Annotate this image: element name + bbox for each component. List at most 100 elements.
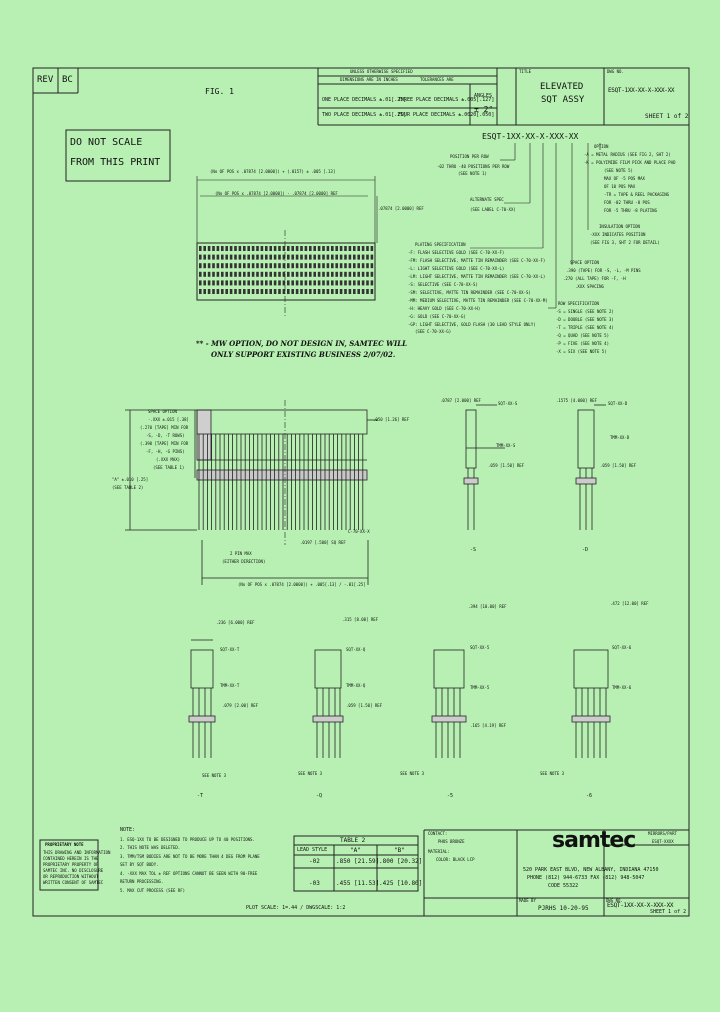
option-line: (SEE NOTE 5) <box>604 168 633 173</box>
pin-mark <box>273 271 277 277</box>
dim-two-pin: 2 PIN MAX <box>230 551 252 556</box>
ref-b: .1575 [4.000] REF <box>556 398 597 403</box>
dim-two-pin2: (EITHER DIRECTION) <box>222 559 266 564</box>
callout-space-title: SPACE OPTION <box>570 260 599 265</box>
note-item: 1. ESQ-1XX TO BE DESIGNED TO PRODUCE UP … <box>120 837 255 842</box>
tma-c: TMM-XX-T <box>220 683 240 688</box>
pin-mark <box>243 280 246 286</box>
label-b: -D <box>582 547 589 553</box>
pin-mark <box>313 246 316 251</box>
note-item: 2. THIS NOTE WAS DELETED. <box>120 845 181 850</box>
address1: 520 PARK EAST BLVD, NEW ALBANY, INDIANA … <box>523 867 659 873</box>
plating-spec-line: -MM: MEDIUM SELECTIVE, MATTE TIN REMAIND… <box>408 298 548 303</box>
table2-header: LEAD STYLE <box>297 847 328 853</box>
plating-spec-line: -LM: LIGHT SELECTIVE, MATTE TIN REMAINDE… <box>408 274 546 279</box>
end-view-s <box>463 404 505 530</box>
pin-mark <box>309 263 312 269</box>
pin-mark <box>229 289 233 294</box>
pin-mark <box>251 280 255 286</box>
tol-three-place: THREE PLACE DECIMALS ±.005[.127] <box>398 97 495 103</box>
pin-mark <box>265 254 268 260</box>
pin-mark <box>199 289 202 294</box>
pin-mark <box>225 246 228 251</box>
pin-mark <box>212 246 215 251</box>
pin-mark <box>344 263 347 269</box>
tma-b: TMM-XX-D <box>610 435 630 440</box>
plating-spec-line: -SM: SELECTIVE, MATTE TIN REMAINDER (SEE… <box>408 290 531 295</box>
pin-mark <box>221 254 224 260</box>
pin-mark <box>238 280 242 286</box>
pin-mark <box>353 289 356 294</box>
warning-line2: ONLY SUPPORT EXISTING BUSINESS 2/07/02. <box>211 350 396 359</box>
pin-mark <box>300 254 303 260</box>
pin-mark <box>216 246 220 251</box>
tma-f: TMM-XX-6 <box>612 685 632 690</box>
pin-mark <box>225 280 228 286</box>
note-item: 5. MAX CUT PROCESS (SEE RF) <box>120 888 186 893</box>
pin-mark <box>295 271 299 277</box>
pin-mark <box>353 280 356 286</box>
proprietary-line: SAMTEC INC. NO DISCLOSURE <box>43 868 104 873</box>
pin-mark <box>295 289 299 294</box>
pin-mark <box>331 289 334 294</box>
pin-mark <box>269 263 272 269</box>
pin-mark <box>199 254 202 260</box>
pin-mark <box>282 263 286 269</box>
pin-mark <box>326 263 330 269</box>
pin-mark <box>295 246 299 251</box>
callout-positions-2: (SEE NOTE 1) <box>458 171 487 176</box>
space-line: .390 (TAPE) FOR -S, -L, -M PINS <box>566 268 641 273</box>
ref-f: .472 [12.00] REF <box>610 601 649 606</box>
pin-mark <box>300 289 303 294</box>
pin-mark <box>366 271 369 277</box>
plating-spec-line: -G: GOLD (SEE C-70-XX-G) <box>408 314 466 319</box>
ref-d2: .059 [1.50] REF <box>346 703 383 708</box>
pin-mark <box>212 263 215 269</box>
pin-mark <box>278 289 281 294</box>
pin-mark <box>216 254 220 260</box>
pin-mark <box>304 263 308 269</box>
callout-plating-title: ALTERNATE SPEC <box>470 197 504 202</box>
side-space-line: -F, -H, -G PINS) <box>146 449 185 454</box>
dim-top-no-pos2: (No OF POS x .07874 [2.0000]) - .07874 [… <box>215 191 338 196</box>
proprietary-line: THIS DRAWING AND INFORMATION <box>43 850 111 855</box>
pin-mark <box>199 246 202 251</box>
pin-mark <box>273 246 277 251</box>
pin-mark <box>251 271 255 277</box>
pin-mark <box>203 271 206 277</box>
plating-spec-line: -GP: LIGHT SELECTIVE, GOLD FLASH (30 LEA… <box>408 322 536 327</box>
mirror-value: ESQT-XXXX <box>652 839 674 844</box>
pin-mark <box>322 246 325 251</box>
pin-mark <box>357 263 360 269</box>
option-line: FOR -5 THRU -8 PLATING <box>604 208 657 213</box>
pin-mark <box>309 246 312 251</box>
address3: CODE 55322 <box>548 883 579 889</box>
pin-mark <box>309 289 312 294</box>
sqt-c: SQT-XX-T <box>220 647 240 652</box>
pin-mark <box>287 254 290 260</box>
pin-mark <box>238 263 242 269</box>
angles-label: ANGLES <box>474 93 493 99</box>
pin-mark <box>366 289 369 294</box>
tma-a: TMM-XX-S <box>496 443 516 448</box>
plating-spec-line: -H: HEAVY GOLD (SEE C-70-XX-H) <box>408 306 481 311</box>
tma-d: TMM-XX-Q <box>346 683 366 688</box>
pin-mark <box>203 246 206 251</box>
ref-e2: .165 [4.19] REF <box>470 723 507 728</box>
pin-mark <box>265 246 268 251</box>
pin-mark <box>361 246 365 251</box>
pin-mark <box>212 271 215 277</box>
notes-title: NOTE: <box>120 827 136 833</box>
sqt-e: SQT-XX-5 <box>470 645 490 650</box>
pin-mark <box>225 271 228 277</box>
ref-c: .236 [6.000] REF <box>216 620 255 625</box>
pin-mark <box>331 280 334 286</box>
pin-mark <box>269 254 272 260</box>
pin-mark <box>238 246 242 251</box>
note-d: SEE NOTE 3 <box>298 771 323 776</box>
address2: PHONE (812) 944-6733 FAX (812) 948-5047 <box>527 875 645 881</box>
warning-line1: ** - MW OPTION, DO NOT DESIGN IN, SAMTEC… <box>196 339 408 348</box>
pin-mark <box>304 280 308 286</box>
side-space-line: (.XXX MAX) <box>156 457 181 462</box>
pin-mark <box>234 280 237 286</box>
